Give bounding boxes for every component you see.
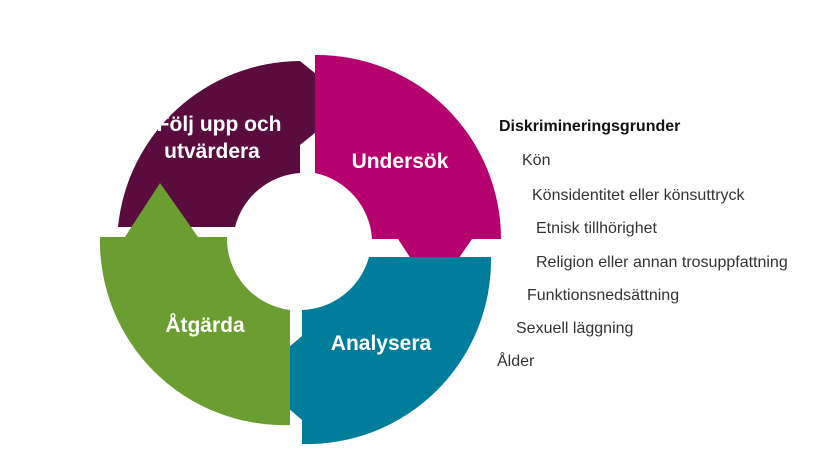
segment-atgarda bbox=[99, 183, 290, 426]
label-folj-upp: Följ upp och utvärdera bbox=[157, 113, 288, 163]
segment-undersok bbox=[315, 54, 501, 294]
label-undersok: Undersök bbox=[352, 150, 449, 173]
segment-folj-upp bbox=[118, 36, 352, 227]
label-analysera: Analysera bbox=[331, 332, 432, 355]
segment-analysera bbox=[253, 257, 492, 445]
label-atgarda: Åtgärda bbox=[165, 313, 245, 337]
